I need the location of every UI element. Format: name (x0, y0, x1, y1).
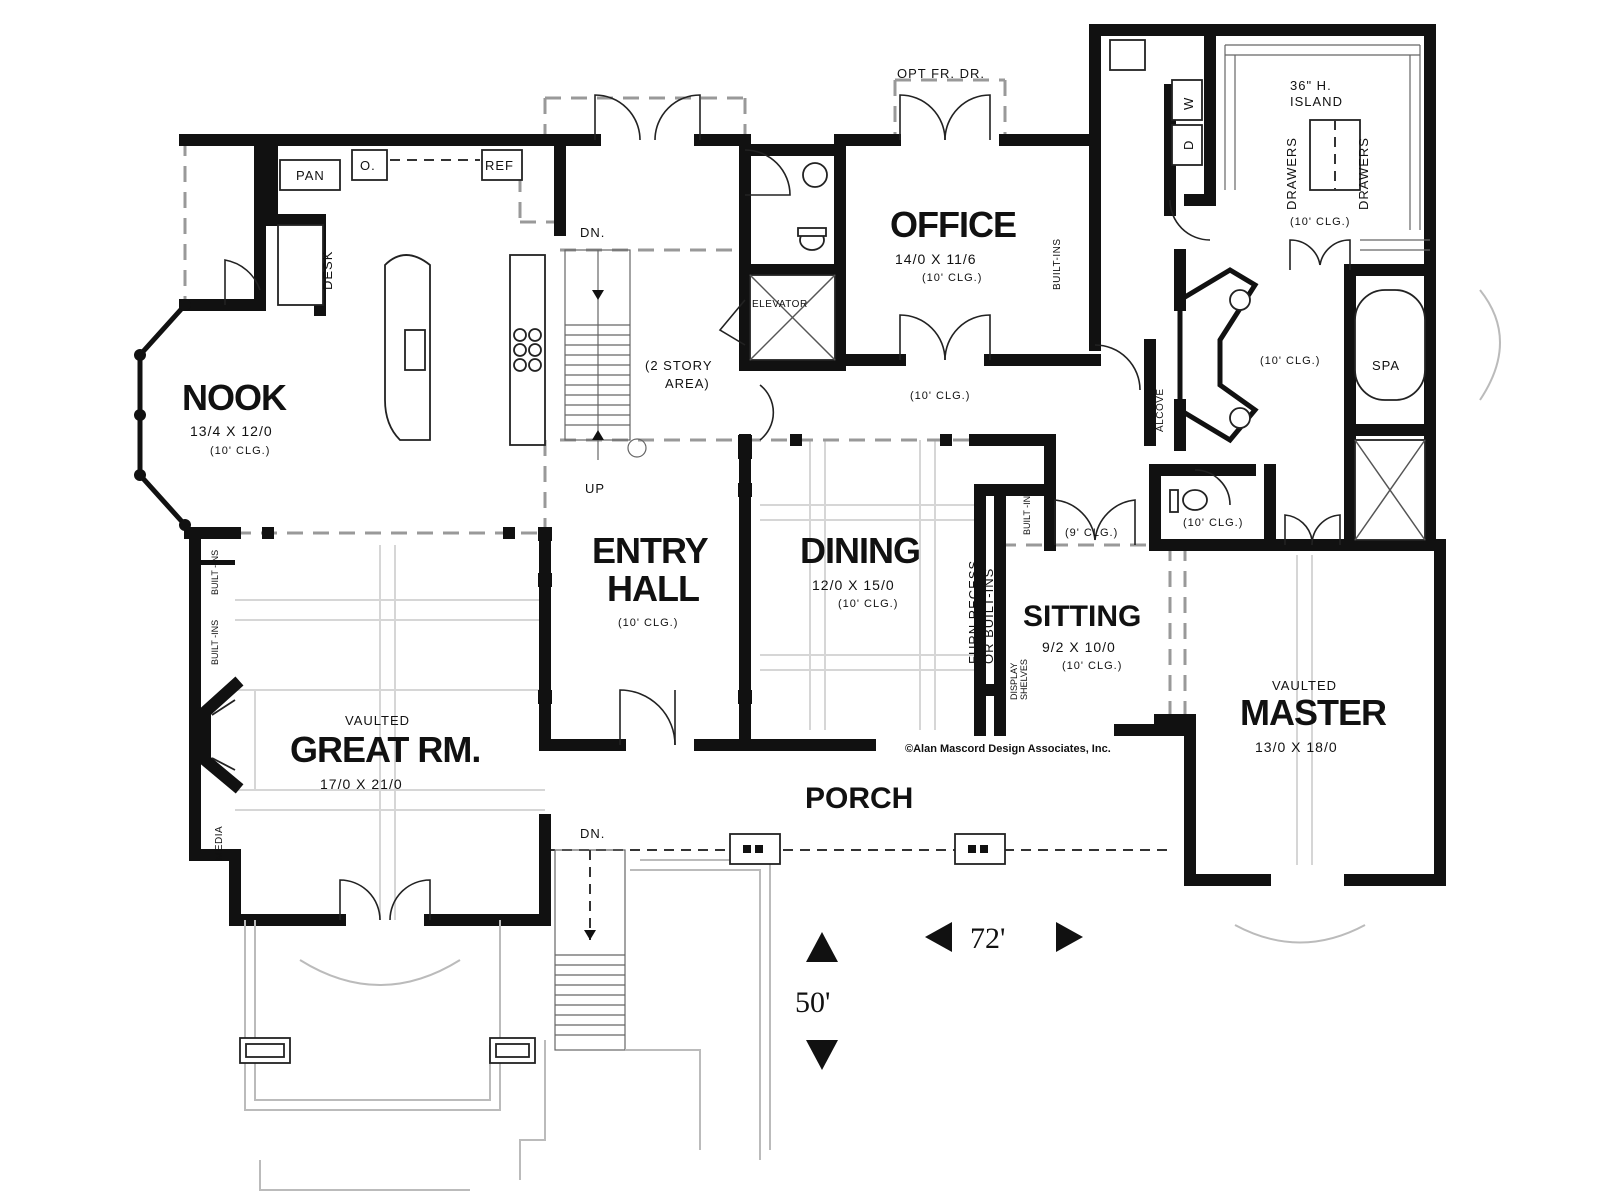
dining-name: DINING (800, 530, 920, 571)
master-vaulted: VAULTED (1272, 678, 1337, 693)
bath-clg: (10' CLG.) (1260, 355, 1320, 367)
builtins-label-3: BUILT -INS (1022, 490, 1032, 535)
dryer-label: D (1181, 140, 1196, 150)
nook-dims: 13/4 X 12/0 (190, 423, 273, 439)
office-builtins: BUILT-INS (1052, 238, 1063, 290)
furn-recess-line1: FURN RECESS (966, 560, 981, 664)
wc-clg: (10' CLG.) (1183, 517, 1243, 529)
porch-stair-down-label: DN. (580, 826, 605, 841)
porch-name: PORCH (805, 782, 913, 815)
spa-label: SPA (1372, 358, 1400, 373)
main-stair (564, 249, 647, 460)
oven-label: O. (360, 158, 376, 173)
nook-name: NOOK (182, 377, 287, 418)
planter-boxes (239, 833, 1006, 1064)
great-room-dims: 17/0 X 21/0 (320, 776, 403, 792)
alcove-label: ALCOVE (1155, 388, 1166, 432)
dimension-arrows (806, 922, 1083, 1070)
great-room-name: GREAT RM. (290, 729, 480, 770)
entry-hall-clg: (10' CLG.) (618, 617, 678, 629)
sitting-dims: 9/2 X 10/0 (1042, 639, 1116, 655)
depth-dimension: 50' (795, 986, 830, 1019)
great-room-vaulted: VAULTED (345, 713, 410, 728)
display-line1: DISPLAY (1009, 663, 1019, 700)
master-name: MASTER (1240, 692, 1387, 733)
great-room-ceiling-grid (235, 545, 545, 920)
stair-up-label: UP (585, 481, 605, 496)
width-dimension: 72' (970, 922, 1005, 955)
arrow-left-icon (925, 922, 952, 952)
two-story-line2: AREA) (665, 376, 710, 391)
builtins-label-2: BUILT -INS (210, 620, 220, 665)
office-name: OFFICE (890, 204, 1016, 245)
closet-island-line2: ISLAND (1290, 94, 1343, 109)
copyright-credit: ©Alan Mascord Design Associates, Inc. (905, 743, 1111, 755)
elevator-label: ELEVATOR (752, 299, 808, 310)
dining-clg: (10' CLG.) (838, 598, 898, 610)
hall-clg: (10' CLG.) (910, 390, 970, 402)
doors (224, 94, 1351, 921)
office-clg: (10' CLG.) (922, 272, 982, 284)
fireplace (211, 699, 236, 771)
closet-drawers-right: DRAWERS (1356, 137, 1371, 210)
closet-drawers-left: DRAWERS (1284, 137, 1299, 210)
arrow-up-icon (806, 932, 838, 962)
desk-label: DESK (320, 251, 335, 290)
arrow-right-icon (1056, 922, 1083, 952)
closet-island-line1: 36" H. (1290, 78, 1332, 93)
washer-label: W (1181, 97, 1196, 110)
posts (195, 434, 952, 704)
master-ceiling-lines (1296, 555, 1313, 865)
furn-recess-line2: OR BUILT-INS (981, 568, 996, 664)
walls (134, 24, 1446, 926)
pantry-label: PAN (296, 168, 325, 183)
dining-dims: 12/0 X 15/0 (812, 577, 895, 593)
entry-hall-line1: ENTRY (592, 530, 709, 571)
stair-down-label: DN. (580, 225, 605, 240)
dining-ceiling-grid (760, 440, 975, 730)
closet-rods (1224, 44, 1430, 251)
display-line2: SHELVES (1019, 659, 1029, 700)
alcove-clg: (9' CLG.) (1065, 527, 1118, 539)
arrow-down-icon (806, 1040, 838, 1070)
kitchen-fixtures (277, 149, 546, 446)
fridge-label: REF (485, 158, 514, 173)
entry-hall-line2: HALL (607, 568, 699, 609)
closet-clg: (10' CLG.) (1290, 216, 1350, 228)
media-label: MEDIA (214, 826, 225, 860)
builtins-label-1: BUILT -INS (210, 550, 220, 595)
office-dims: 14/0 X 11/6 (895, 251, 977, 267)
nook-clg: (10' CLG.) (210, 445, 270, 457)
sitting-name: SITTING (1023, 600, 1141, 633)
two-story-line1: (2 STORY (645, 358, 712, 373)
sitting-clg: (10' CLG.) (1062, 660, 1122, 672)
porch-outline (244, 289, 1501, 1191)
office-french-door: OPT FR. DR. (897, 66, 985, 81)
master-dims: 13/0 X 18/0 (1255, 739, 1338, 755)
porch-stair (554, 849, 626, 1051)
bath-fixtures (749, 39, 1426, 541)
